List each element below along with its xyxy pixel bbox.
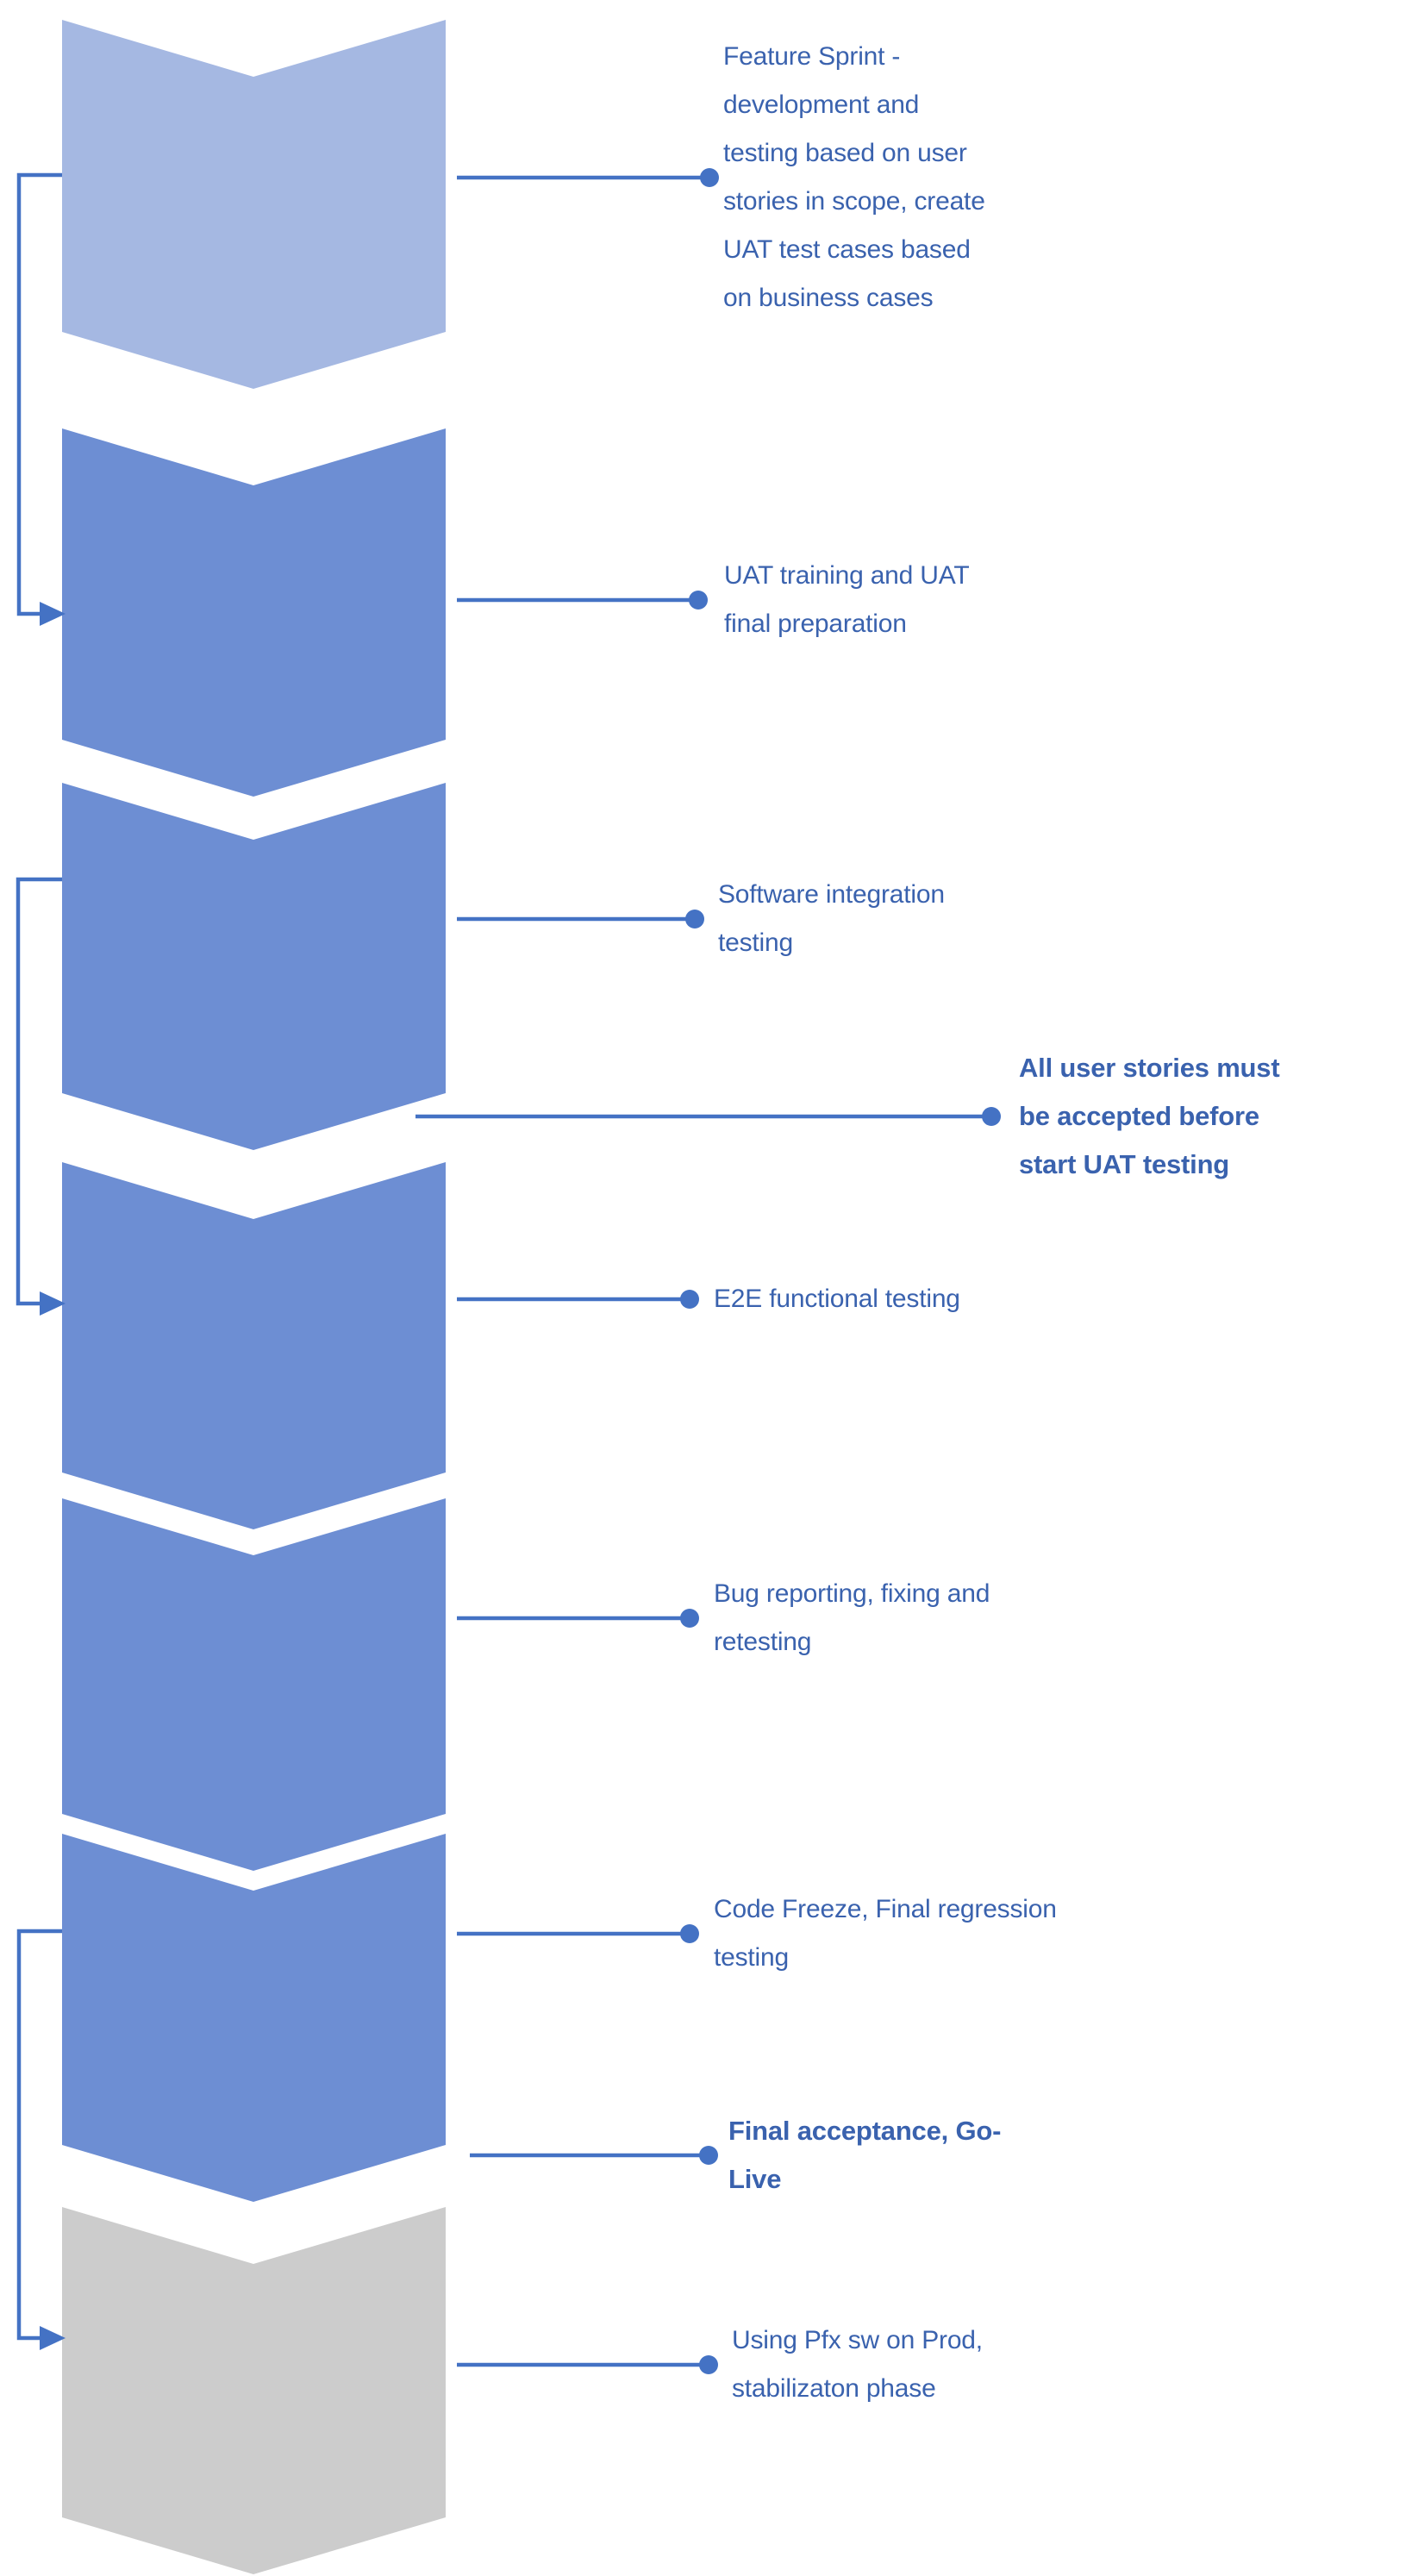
bracket-line [16,1929,62,2341]
connector-dot [685,910,704,928]
label-connector-8 [470,2146,718,2165]
chevron-phase-1 [62,20,446,389]
label-code-freeze: Code Freeze, Final regression testing [714,1895,1057,1972]
loop-connector-1-to-2 [16,172,66,626]
chevron-phase-7 [62,2207,446,2574]
label-e2e-functional-testing: E2E functional testing [714,1285,960,1313]
connector-dot [982,1107,1001,1126]
label-connector-1 [457,168,719,187]
milestone-label-user-stories-accepted: All user stories must be accepted before… [1019,1053,1280,1179]
connector-dot [680,1290,699,1309]
connector-dot [700,168,719,187]
label-feature-sprint: Feature Sprint - development and testing… [723,42,985,312]
loop-connector-3-to-4 [16,877,66,1316]
label-connector-9 [457,2355,718,2374]
label-connector-5 [457,1290,699,1309]
label-connector-3 [457,910,704,928]
connector-dot [699,2355,718,2374]
chevron-phase-2 [62,428,446,797]
bracket-line [16,877,62,1306]
connector-dot [699,2146,718,2165]
label-software-integration: Software integration testing [718,880,945,957]
connector-dot [680,1609,699,1628]
bracket-line [16,172,62,616]
chevron-phase-3 [62,783,446,1150]
chevron-phase-6 [62,1834,446,2202]
arrowhead-icon [40,2326,66,2350]
arrowhead-icon [40,602,66,626]
chevron-phase-4 [62,1162,446,1529]
arrowhead-icon [40,1291,66,1316]
milestone-label-final-acceptance: Final acceptance, Go- Live [728,2116,1002,2194]
label-connector-7 [457,1924,699,1943]
label-bug-reporting: Bug reporting, fixing and retesting [714,1579,990,1656]
label-connector-4 [415,1107,1001,1126]
label-connector-2 [457,591,708,610]
label-uat-training: UAT training and UAT final preparation [724,561,970,638]
label-using-pfx: Using Pfx sw on Prod, stabilizaton phase [732,2326,983,2403]
chevron-phase-5 [62,1498,446,1871]
connector-dot [689,591,708,610]
connector-dot [680,1924,699,1943]
label-connector-6 [457,1609,699,1628]
loop-connector-6-to-7 [16,1929,66,2350]
